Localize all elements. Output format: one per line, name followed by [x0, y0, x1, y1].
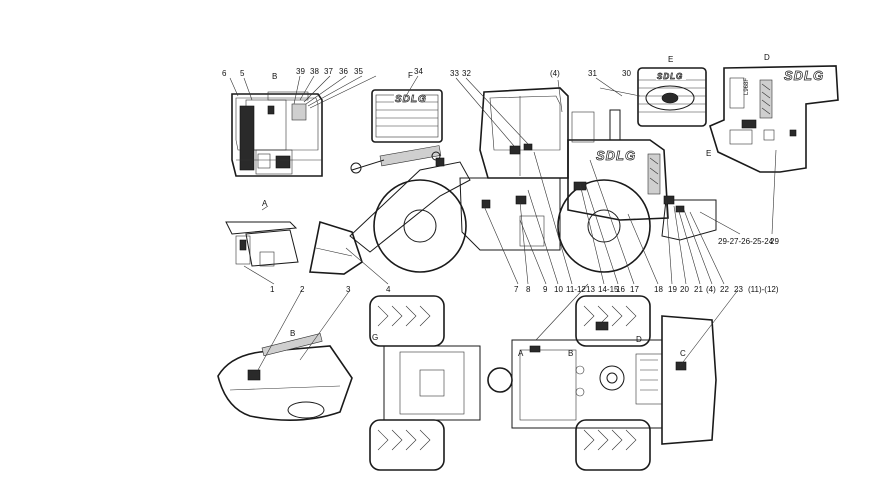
callout-8: 8 [526, 285, 531, 294]
bucket-detail-view [217, 333, 353, 421]
front-wheel [373, 179, 467, 273]
hood-top-logo: SDLG [395, 94, 427, 105]
callout-c: C [680, 349, 686, 358]
callout-e-top: E [668, 55, 673, 64]
model-text: L968F [744, 78, 750, 95]
callout-23: 23 [734, 285, 743, 294]
engine-cover-view: SDLG [599, 67, 707, 127]
callout-37: 37 [324, 67, 333, 76]
tire-front-right [369, 419, 445, 471]
callout-22: 22 [720, 285, 729, 294]
cab-detail-view [231, 91, 323, 177]
callout-4-paren: (4) [550, 69, 560, 78]
callout-21: 21 [694, 285, 703, 294]
callout-18: 18 [654, 285, 663, 294]
callout-35: 35 [354, 67, 363, 76]
callout-9: 9 [543, 285, 548, 294]
exhaust-stack [609, 109, 621, 141]
callout-7: 7 [514, 285, 519, 294]
callout-2: 2 [300, 285, 305, 294]
bucket [309, 220, 363, 275]
rear-view-logo: SDLG [784, 68, 824, 83]
callout-34: 34 [414, 67, 423, 76]
callout-4-paren-b: (4) [706, 285, 716, 294]
callout-19: 19 [668, 285, 677, 294]
callout-d: D [764, 53, 770, 62]
callout-14-15: 14-15 [598, 285, 619, 294]
callout-29-range: 29-27-26-25-24 [718, 237, 774, 246]
callout-20: 20 [680, 285, 689, 294]
leader-lines [229, 75, 777, 371]
callout-32: 32 [462, 69, 471, 78]
rear-wheel [557, 179, 651, 273]
engine-cover-logo: SDLG [657, 72, 683, 81]
callout-36: 36 [339, 67, 348, 76]
callout-4: 4 [386, 285, 391, 294]
callout-10: 10 [554, 285, 563, 294]
hood-top-panel-view: SDLG [371, 89, 443, 143]
callout-e-side: E [706, 149, 711, 158]
callout-a-top: A [518, 349, 524, 358]
rear-counterweight-view: SDLG L968F [709, 65, 839, 173]
callout-labels-bottom: B G A B D C [290, 329, 686, 358]
callout-33: 33 [450, 69, 459, 78]
callout-a: A [262, 199, 268, 208]
callout-11-12: 11-12 [566, 285, 586, 294]
boom [349, 161, 471, 253]
callout-13: 13 [586, 285, 595, 294]
engine-hood [567, 139, 669, 221]
callout-g: G [372, 333, 378, 342]
tire-rear-right [575, 419, 651, 471]
callout-39: 39 [296, 67, 305, 76]
callout-b: B [272, 72, 277, 81]
callout-f: F [408, 71, 413, 80]
tire-front-left [369, 295, 445, 347]
callout-d-top: D [636, 335, 642, 344]
tire-rear-left [575, 295, 651, 347]
cab [479, 87, 569, 179]
callout-16: 16 [616, 285, 625, 294]
callout-b-top: B [568, 349, 573, 358]
callout-b-bucket: B [290, 329, 295, 338]
callout-labels-middle: A 29-27-26-25-24 29 1 2 3 4 7 8 9 10 11-… [262, 199, 779, 294]
callout-5: 5 [240, 69, 245, 78]
callout-29: 29 [770, 237, 779, 246]
loader-top-view [369, 295, 717, 471]
hood-side-logo: SDLG [596, 148, 636, 163]
callout-1: 1 [270, 285, 275, 294]
callout-30: 30 [622, 69, 631, 78]
callout-labels-top: 6 5 B 39 38 37 36 35 F 34 33 32 (4) 31 3… [222, 53, 770, 158]
loader-side-view: SDLG [309, 87, 717, 275]
callout-3: 3 [346, 285, 351, 294]
callout-17: 17 [630, 285, 639, 294]
callout-31: 31 [588, 69, 597, 78]
callout-38: 38 [310, 67, 319, 76]
callout-6: 6 [222, 69, 227, 78]
callout-11-12-paren: (11)-(12) [748, 285, 779, 294]
steering-detail-view [225, 205, 299, 267]
